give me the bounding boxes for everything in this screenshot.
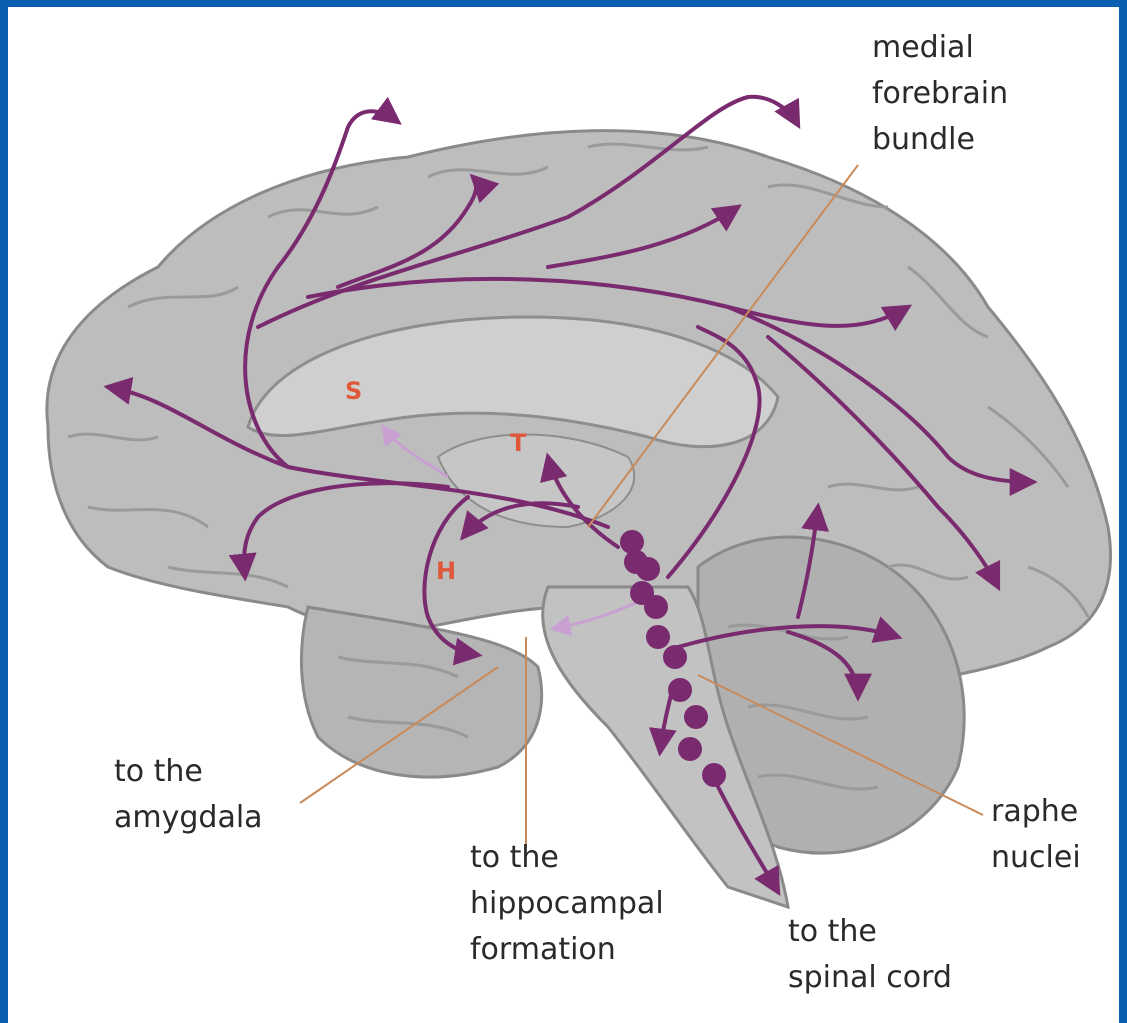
raphe-dot <box>646 625 670 649</box>
raphe-dot <box>663 645 687 669</box>
label-to-hippocampal-formation: to the hippocampal formation <box>470 835 664 973</box>
temporal-lobe <box>301 607 541 777</box>
region-letter-s: S <box>345 377 362 405</box>
raphe-dot <box>702 763 726 787</box>
raphe-dot <box>684 705 708 729</box>
label-raphe-nuclei: raphe nuclei <box>991 789 1081 881</box>
region-letter-t: T <box>510 429 526 457</box>
label-to-amygdala: to the amygdala <box>114 749 263 841</box>
region-letter-h: H <box>436 557 456 585</box>
raphe-dot <box>668 678 692 702</box>
label-medial-forebrain-bundle: medial forebrain bundle <box>872 25 1008 163</box>
label-to-spinal-cord: to the spinal cord <box>788 909 952 1001</box>
raphe-dot <box>678 737 702 761</box>
raphe-dot <box>620 530 644 554</box>
raphe-dot <box>636 557 660 581</box>
diagram-frame: medial forebrain bundle to the amygdala … <box>8 7 1119 1023</box>
raphe-dot <box>644 595 668 619</box>
